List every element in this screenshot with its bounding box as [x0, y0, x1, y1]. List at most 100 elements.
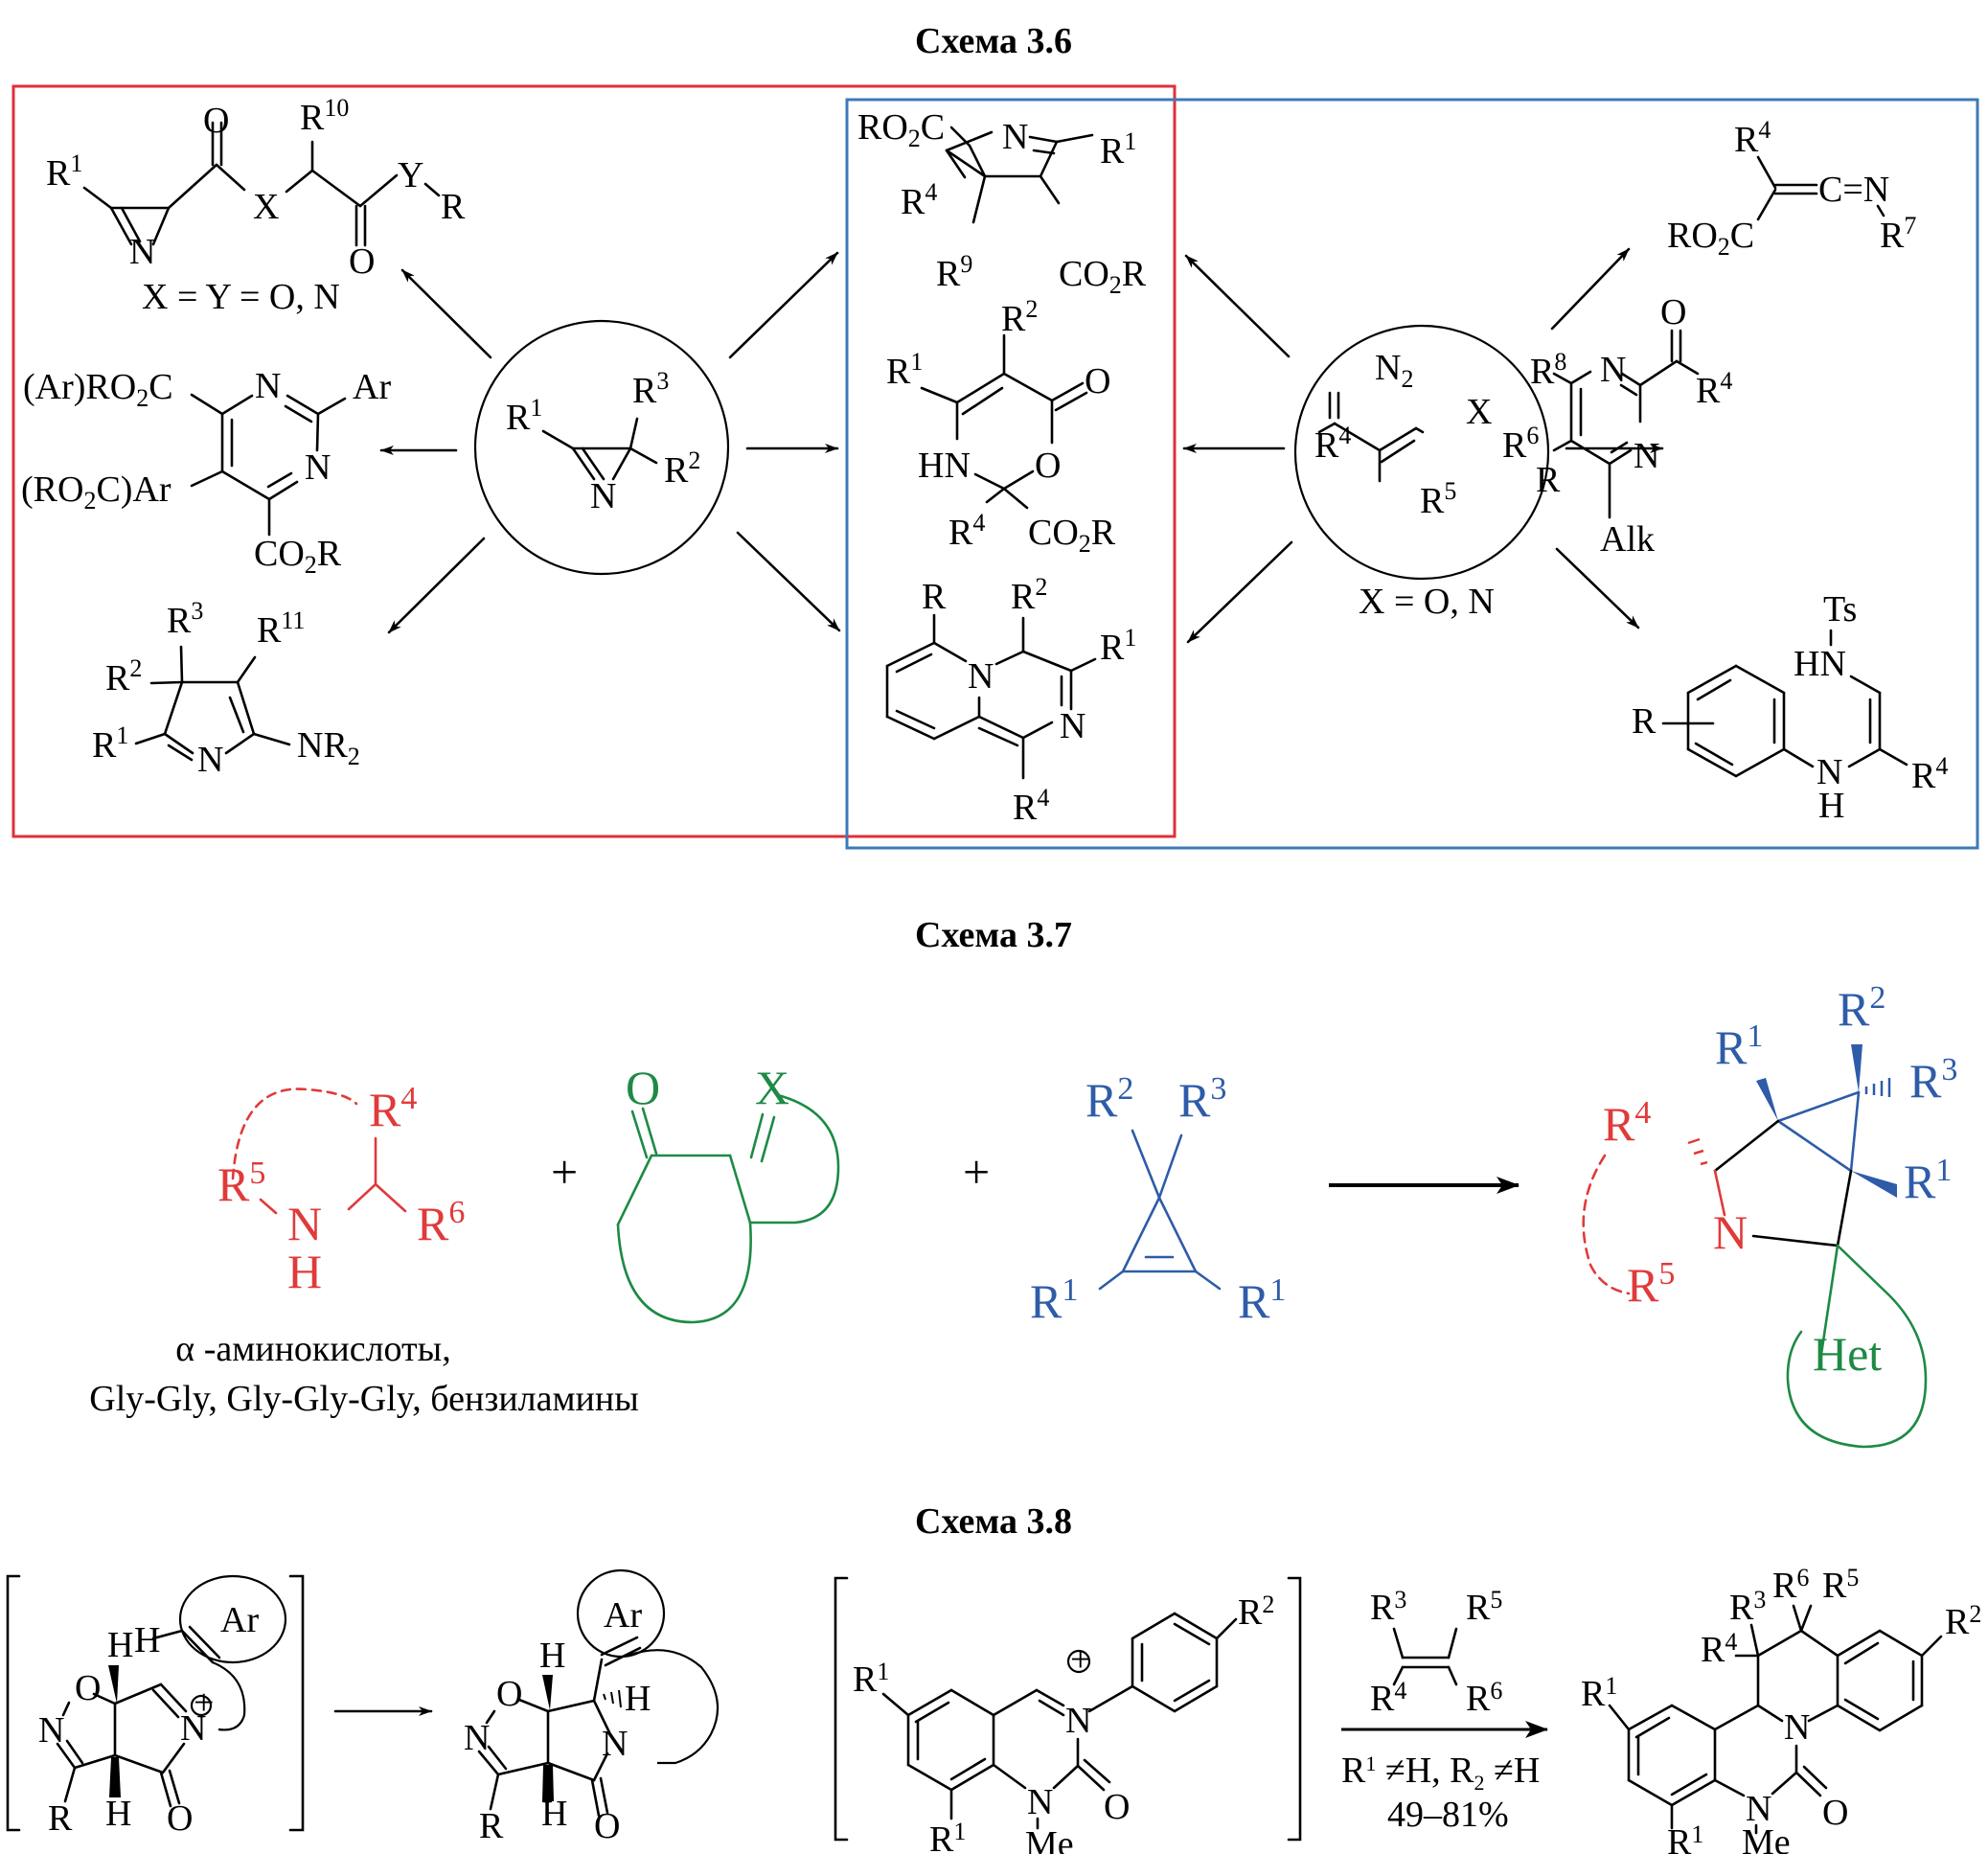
- blue-box: [845, 98, 1979, 850]
- label-n-bridge: N: [968, 656, 994, 697]
- label-ro2c: RO2C: [857, 107, 945, 152]
- label-n: N: [287, 1197, 322, 1250]
- label-o-carbonyl: O: [594, 1806, 620, 1846]
- label-r4: R4: [1911, 752, 1948, 796]
- label-h-vinyl: H: [134, 1620, 160, 1660]
- label-r3: R3: [1729, 1586, 1766, 1628]
- arrow-to-left-top: [400, 268, 492, 359]
- plus-sign-2: +: [963, 1145, 990, 1199]
- label-r1-left: R1: [1030, 1272, 1078, 1328]
- amine-reactant: R4 R5 N H R6: [217, 1081, 465, 1298]
- left-bracket-intermediate: Ar H H O + N N R H O: [6, 1574, 305, 1839]
- label-r2: R2: [1238, 1591, 1274, 1633]
- label-r3: R3: [632, 367, 669, 411]
- label-n-plus: N: [1065, 1701, 1091, 1741]
- label-r7: R7: [1880, 212, 1916, 256]
- label-r2: R2: [1001, 295, 1038, 339]
- label-r3: R3: [1370, 1586, 1406, 1628]
- label-o: O: [1660, 292, 1686, 332]
- label-n: N: [129, 232, 155, 272]
- scheme-3-6-title: Схема 3.6: [915, 21, 1072, 61]
- label-r4: R4: [1696, 367, 1732, 411]
- label-r6: R6: [417, 1195, 465, 1250]
- label-h-top: H: [107, 1625, 133, 1665]
- label-r4: R4: [901, 178, 937, 222]
- label-r4: R4: [369, 1081, 417, 1136]
- label-r11: R11: [257, 607, 305, 651]
- label-r5: R5: [1627, 1256, 1675, 1312]
- label-r1-right: R1: [1904, 1153, 1952, 1208]
- label-hn: HN: [1794, 644, 1846, 684]
- label-n: N: [1817, 752, 1842, 792]
- label-co2r: CO2R: [1028, 513, 1116, 558]
- label-plus: +: [194, 1682, 214, 1723]
- label-r1: R1: [1100, 624, 1136, 668]
- label-n-top: N: [255, 366, 281, 406]
- label-n: N: [590, 476, 616, 516]
- label-co2r: CO2R: [254, 534, 342, 579]
- hashed-bond: [1687, 1137, 1708, 1166]
- label-n2: N2: [1375, 348, 1413, 393]
- label-h: H: [287, 1245, 322, 1298]
- label-n-me: N: [1027, 1782, 1053, 1822]
- label-n-top: N: [1600, 350, 1626, 390]
- wedge-bond: [1851, 1171, 1897, 1198]
- hashed-bond: [603, 1689, 622, 1708]
- plus-sign-1: +: [551, 1145, 578, 1199]
- label-alk: Alk: [1600, 519, 1655, 560]
- cyclopropene-reactant: R2 R3 R1 R1: [1030, 1071, 1286, 1328]
- wedge-bond: [1851, 1044, 1862, 1092]
- arrow-to-mid-bot-r: [1186, 540, 1293, 644]
- label-x: X: [755, 1061, 789, 1114]
- right-bot-structure: Ts HN R N H R4: [1632, 589, 1948, 826]
- label-r1-top: R1: [853, 1658, 889, 1700]
- label-o-carbonyl: O: [1085, 361, 1110, 401]
- label-x: X: [253, 187, 279, 227]
- label-o: O: [496, 1674, 522, 1714]
- label-r: R: [48, 1798, 73, 1839]
- label-r5: R5: [1420, 477, 1456, 521]
- label-ar: Ar: [604, 1595, 642, 1636]
- label-o-top: O: [203, 101, 229, 141]
- right-product: R3 R6 R5 R4 R2 R1 R1 N: [1581, 1564, 1981, 1854]
- label-r: R: [441, 187, 466, 227]
- hashed-bond: [1864, 1078, 1891, 1097]
- condition-x: X = O, N: [1359, 582, 1495, 622]
- label-r2: R2: [1945, 1600, 1981, 1642]
- label-ts: Ts: [1823, 589, 1857, 629]
- label-n-ring: N: [1060, 706, 1085, 746]
- condition-substituents: R1 ≠H, R2 ≠H: [1341, 1751, 1540, 1795]
- label-r1: R1: [92, 721, 128, 766]
- label-r1: R1: [1100, 127, 1136, 172]
- label-n: N: [197, 740, 223, 780]
- label-r4: R4: [1370, 1677, 1406, 1719]
- label-plus: +: [1070, 1639, 1090, 1680]
- label-y: Y: [398, 155, 423, 195]
- label-arro2c: (Ar)RO2C: [23, 367, 173, 412]
- label-r2: R2: [105, 654, 142, 698]
- label-r4: R4: [1314, 422, 1351, 466]
- label-nr2: NR2: [297, 725, 360, 770]
- label-hn: HN: [918, 446, 971, 486]
- label-r2: R2: [664, 446, 700, 491]
- label-r3: R3: [1178, 1071, 1226, 1127]
- label-r: R: [922, 577, 947, 617]
- arrow-to-mid-top: [728, 251, 839, 359]
- label-h-bottom: H: [541, 1794, 567, 1834]
- reactant-caption-line-2: Gly-Gly, Gly-Gly-Gly, бензиламины: [89, 1379, 639, 1419]
- red-box: [11, 84, 1177, 838]
- diazo-center: N2 R4 X R6 R5 X = O, N: [1293, 324, 1550, 622]
- label-r1-bottom: R1: [929, 1818, 966, 1854]
- scheme-3-8-title: Схема 3.8: [915, 1501, 1072, 1542]
- label-ar: Ar: [353, 367, 391, 407]
- dicarbonyl-reactant: O X: [616, 1061, 840, 1324]
- label-r2: R2: [1011, 573, 1047, 617]
- right-top-structure: R4 C=N RO2C R7: [1667, 116, 1916, 261]
- label-n: N: [1002, 117, 1028, 157]
- arrow-to-right-top: [1550, 247, 1631, 331]
- label-r1-right: R1: [1238, 1272, 1286, 1328]
- label-o: O: [1104, 1787, 1130, 1827]
- label-o-ring: O: [1035, 446, 1061, 486]
- label-o: O: [1822, 1793, 1848, 1833]
- label-r4: R4: [1734, 116, 1771, 160]
